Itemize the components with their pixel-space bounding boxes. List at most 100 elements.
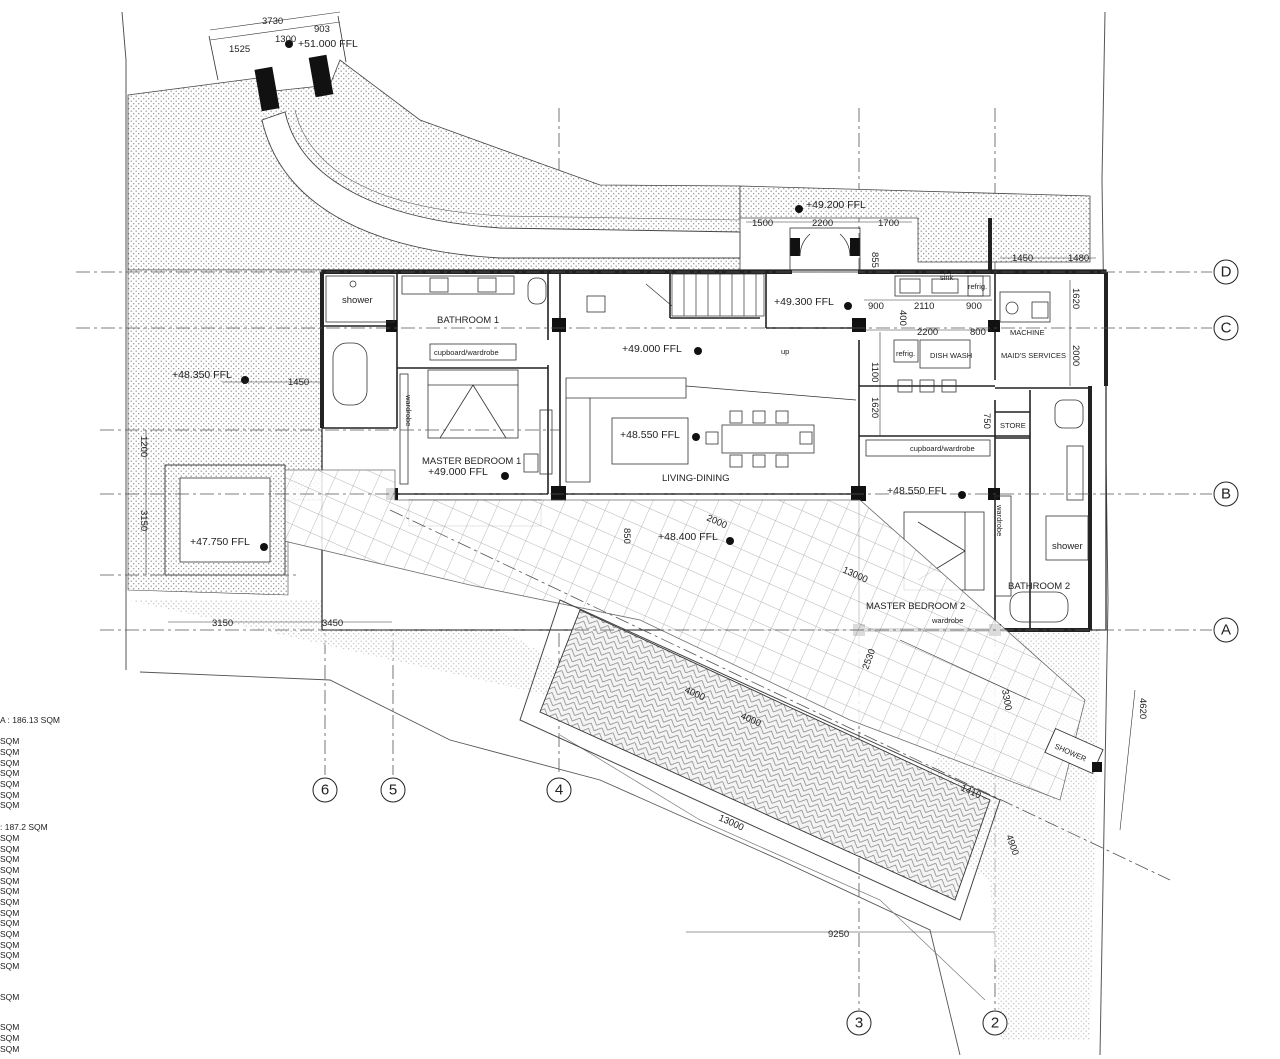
level-dining: +48.550 FFL bbox=[620, 429, 680, 441]
area-row: SQM bbox=[0, 844, 19, 854]
dim-right-v: 4620 bbox=[1137, 698, 1148, 719]
area-row: : 187.2 SQM bbox=[0, 822, 48, 832]
dim-maid-v2: 2000 bbox=[1070, 345, 1081, 366]
room-label-wardrobe-2: wardrobe bbox=[995, 504, 1004, 536]
entrance-hatch bbox=[739, 185, 1091, 263]
area-row: SQM bbox=[0, 961, 19, 971]
area-row: SQM bbox=[0, 833, 19, 843]
level-entrance: +49.200 FFL bbox=[806, 199, 866, 211]
dim-bottom-mid: 3450 bbox=[322, 618, 343, 629]
area-row: SQM bbox=[0, 800, 19, 810]
room-label-shower-2: shower bbox=[1052, 541, 1083, 552]
pool-shower-box bbox=[1044, 727, 1104, 775]
room-label-wardrobe-1: wardrobe bbox=[404, 394, 413, 426]
bathroom-1-fixtures bbox=[325, 275, 547, 406]
site-boundary-left bbox=[121, 11, 127, 670]
area-table: A : 186.13 SQM SQM SQM SQM SQM SQM SQM S… bbox=[0, 715, 60, 1054]
room-label-maids-services: MAID'S SERVICES bbox=[1001, 351, 1066, 360]
grid-label-C: C bbox=[1221, 320, 1232, 337]
grid-label-A: A bbox=[1221, 622, 1231, 639]
grid-label-4: 4 bbox=[555, 782, 563, 799]
area-row: SQM bbox=[0, 747, 19, 757]
room-label-sink: sink bbox=[940, 273, 954, 282]
room-label-up: up bbox=[781, 347, 789, 356]
area-row: SQM bbox=[0, 940, 19, 950]
area-row: SQM bbox=[0, 886, 19, 896]
dim-kitchen-e: 800 bbox=[970, 327, 986, 338]
maid-fixtures bbox=[994, 291, 1089, 623]
level-living: +49.000 FFL bbox=[622, 343, 682, 355]
grid-label-6: 6 bbox=[321, 782, 329, 799]
driveway bbox=[261, 111, 741, 259]
area-row: SQM bbox=[0, 897, 19, 907]
dim-store-v: 750 bbox=[981, 413, 992, 429]
dim-entry-right: 1700 bbox=[878, 218, 899, 229]
lower-site-contour-2 bbox=[559, 734, 986, 1001]
gate bbox=[208, 15, 347, 112]
room-label-living-dining: LIVING-DINING bbox=[662, 473, 730, 484]
grid-label-2: 2 bbox=[991, 1015, 999, 1032]
area-row: SQM bbox=[0, 992, 19, 1002]
entrance-steps bbox=[789, 218, 992, 273]
room-label-cupboard-2: cupboard/wardrobe bbox=[910, 444, 975, 453]
dim-kitchen-b: 2110 bbox=[914, 301, 934, 312]
grid-bubbles bbox=[312, 259, 1239, 1036]
area-row: SQM bbox=[0, 854, 19, 864]
level-gate: +51.000 FFL bbox=[298, 38, 358, 50]
living-furniture bbox=[523, 295, 857, 483]
area-row: SQM bbox=[0, 779, 19, 789]
grid-label-3: 3 bbox=[855, 1015, 863, 1032]
dim-entry-vert: 855 bbox=[869, 252, 880, 268]
room-label-refrig-top: refrig. bbox=[968, 282, 987, 291]
room-label-wardrobe-3: wardrobe bbox=[931, 616, 963, 625]
dim-entry-left: 1500 bbox=[752, 218, 773, 229]
dim-kitchen-v3: 1620 bbox=[869, 397, 880, 418]
room-label-bathroom-2: BATHROOM 2 bbox=[1008, 581, 1070, 592]
area-row: SQM bbox=[0, 908, 19, 918]
area-row: SQM bbox=[0, 950, 19, 960]
dim-left-v2: 3150 bbox=[138, 510, 149, 531]
dim-kitchen-v2: 1100 bbox=[869, 362, 880, 382]
area-row: SQM bbox=[0, 768, 19, 778]
area-row: SQM bbox=[0, 1022, 19, 1032]
room-label-bathroom-1: BATHROOM 1 bbox=[437, 315, 499, 326]
pool-shower-head bbox=[1092, 762, 1102, 772]
dim-gate-total: 3730 bbox=[262, 16, 283, 27]
room-label-store: STORE bbox=[1000, 421, 1026, 430]
area-row: SQM bbox=[0, 865, 19, 875]
driveway-inner-line bbox=[294, 109, 741, 221]
area-row: SQM bbox=[0, 876, 19, 886]
dim-kitchen-d: 2200 bbox=[917, 327, 938, 338]
area-row: SQM bbox=[0, 736, 19, 746]
dim-gate-right: 903 bbox=[314, 24, 330, 35]
grid-label-5: 5 bbox=[389, 782, 397, 799]
grid-row-lines bbox=[76, 271, 1212, 881]
room-label-master-bedroom-1: MASTER BEDROOM 1 bbox=[422, 456, 521, 467]
lower-terrace-inner bbox=[179, 477, 271, 563]
dim-kitchen-a: 900 bbox=[868, 301, 884, 312]
level-terrace-left: +48.350 FFL bbox=[172, 369, 232, 381]
level-pool-deck: +48.400 FFL bbox=[658, 531, 718, 543]
dim-gate-mid: 1300 bbox=[275, 34, 296, 45]
dimension-lines bbox=[145, 11, 1136, 933]
room-label-shower-1: shower bbox=[342, 295, 373, 306]
staircase bbox=[645, 273, 765, 317]
level-landing: +49.300 FFL bbox=[774, 296, 834, 308]
dim-bottom-left: 3150 bbox=[212, 618, 233, 629]
room-label-refrig-low: refrig. bbox=[896, 349, 915, 358]
kitchen-fixtures bbox=[893, 275, 991, 393]
dim-maid-v1: 1620 bbox=[1070, 288, 1081, 309]
level-bedroom-1: +49.000 FFL bbox=[428, 466, 488, 478]
dim-entry-mid: 2200 bbox=[812, 218, 833, 229]
level-lower-terrace: +47.750 FFL bbox=[190, 536, 250, 548]
area-row: SQM bbox=[0, 758, 19, 768]
pool-water bbox=[539, 609, 991, 901]
tiled-deck bbox=[279, 469, 1086, 801]
room-label-cupboard-1: cupboard/wardrobe bbox=[434, 348, 499, 357]
area-row: SQM bbox=[0, 918, 19, 928]
dim-bottom-run: 9250 bbox=[828, 929, 849, 940]
dim-kitchen-c: 900 bbox=[966, 301, 982, 312]
level-bedroom-2: +48.550 FFL bbox=[887, 485, 947, 497]
dim-deck-c: 3300 bbox=[999, 689, 1014, 712]
dim-left-v1: 1200 bbox=[138, 436, 149, 457]
